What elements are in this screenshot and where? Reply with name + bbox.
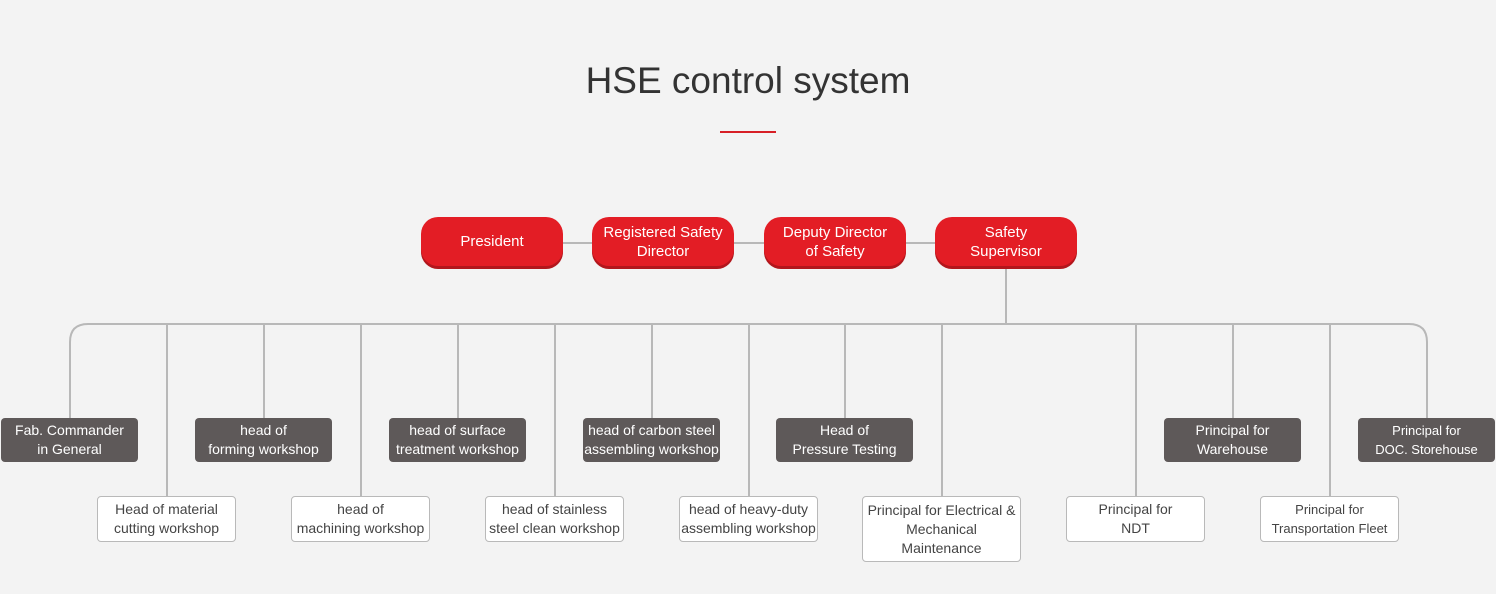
node-heavy-duty-assembling: head of heavy-duty assembling workshop xyxy=(679,496,818,542)
node-material-cutting: Head of material cutting workshop xyxy=(97,496,236,542)
node-fab-commander: Fab. Commander in General xyxy=(1,418,138,462)
node-registered-safety-director: Registered Safety Director xyxy=(592,217,734,266)
node-warehouse: Principal for Warehouse xyxy=(1164,418,1301,462)
node-doc-storehouse: Principal for DOC. Storehouse xyxy=(1358,418,1495,462)
node-surface-treatment: head of surface treatment workshop xyxy=(389,418,526,462)
node-pressure-testing: Head of Pressure Testing xyxy=(776,418,913,462)
node-deputy-director-of-safety: Deputy Director of Safety xyxy=(764,217,906,266)
node-electrical-mechanical-maintenance: Principal for Electrical & Mechanical Ma… xyxy=(862,496,1021,562)
node-transportation-fleet: Principal for Transportation Fleet xyxy=(1260,496,1399,542)
node-carbon-steel-assembling: head of carbon steel assembling workshop xyxy=(583,418,720,462)
node-stainless-steel-clean: head of stainless steel clean workshop xyxy=(485,496,624,542)
page-title: HSE control system xyxy=(585,60,911,101)
node-president: President xyxy=(421,217,563,266)
node-ndt: Principal for NDT xyxy=(1066,496,1205,542)
node-safety-supervisor: Safety Supervisor xyxy=(935,217,1077,266)
node-machining-workshop: head of machining workshop xyxy=(291,496,430,542)
node-forming-workshop: head of forming workshop xyxy=(195,418,332,462)
title-underline xyxy=(720,131,776,133)
